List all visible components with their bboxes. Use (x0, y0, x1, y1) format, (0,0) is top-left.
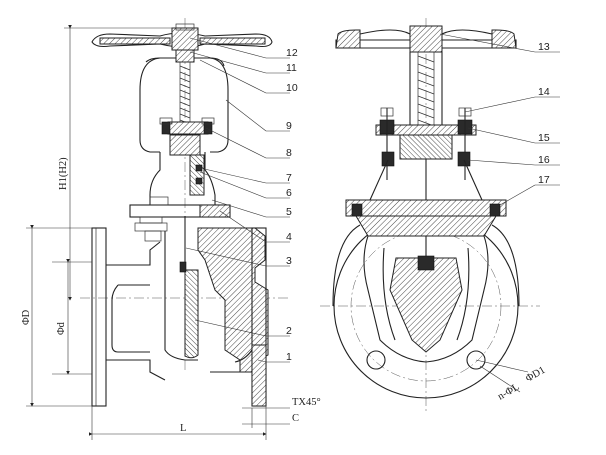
callout-15: 15 (538, 132, 550, 144)
dimensions-front: ΦD1 n-ΦL (475, 359, 547, 403)
callout-2: 2 (286, 325, 292, 337)
dim-outer-diameter-label: ΦD (21, 309, 32, 325)
front-section-view: ΦD1 n-ΦL 13 14 15 16 17 (320, 18, 560, 412)
callout-12: 12 (286, 47, 298, 59)
yoke-side (139, 49, 229, 153)
dim-length-label: L (180, 423, 186, 434)
callout-5: 5 (286, 206, 292, 218)
callout-6: 6 (286, 187, 292, 199)
callout-1: 1 (286, 351, 292, 363)
callout-16: 16 (538, 154, 550, 166)
bonnet-side (129, 134, 231, 242)
valve-body-side (91, 216, 269, 407)
callout-13: 13 (538, 41, 550, 53)
side-section-view: H1(H2) ΦD Φd L TX45° C (21, 18, 321, 440)
dim-bolt-circle-label: ΦD1 (524, 365, 547, 385)
callout-8: 8 (286, 147, 292, 159)
callout-11: 11 (286, 62, 297, 74)
callout-7: 7 (286, 172, 292, 184)
dim-inner-diameter-label: Φd (56, 321, 67, 335)
bolt-hole-left (366, 350, 386, 370)
dim-height-label: H1(H2) (58, 157, 69, 190)
callout-4: 4 (286, 231, 292, 243)
dim-chamfer-label: TX45° (292, 397, 321, 408)
callout-10: 10 (286, 82, 298, 94)
callout-14: 14 (538, 86, 550, 98)
callouts-side: 12 11 10 9 8 7 6 5 4 3 2 1 (185, 37, 298, 363)
body-front (363, 235, 489, 363)
dimensions-side: H1(H2) ΦD Φd L TX45° C (21, 25, 321, 440)
dim-raised-face-label: C (292, 413, 299, 424)
callout-9: 9 (286, 120, 292, 132)
gland-front (375, 107, 477, 180)
handwheel-side (91, 23, 273, 51)
dim-bolt-holes-label: n-ΦL (496, 382, 521, 403)
callout-3: 3 (286, 255, 292, 267)
handwheel-front (335, 25, 517, 53)
callout-17: 17 (538, 174, 550, 186)
bolt-hole-right (466, 350, 486, 370)
callouts-front: 13 14 15 16 17 (439, 33, 560, 206)
